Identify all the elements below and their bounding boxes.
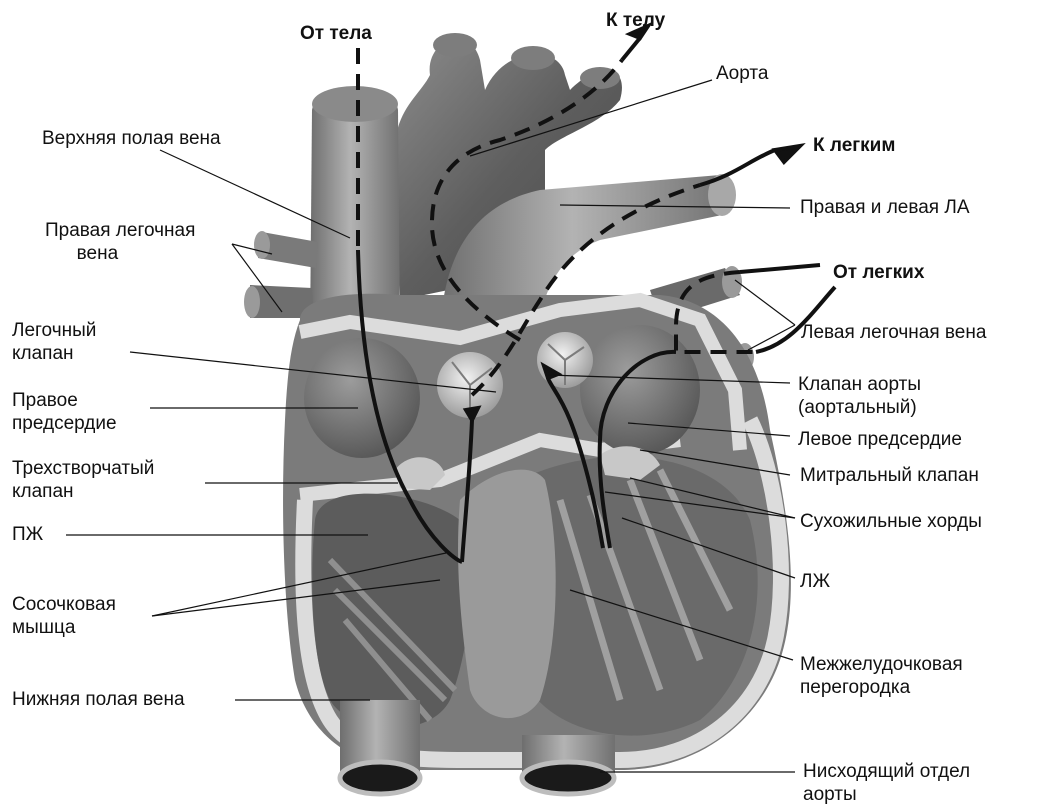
flow-label-from-body: От тела [300,22,372,45]
label-right-ventricle: ПЖ [12,523,43,546]
right-ventricle-chamber [312,494,471,729]
label-papillary-muscle: Сосочковая мышца [12,593,116,639]
label-pulmonary-valve: Легочный клапан [12,319,96,365]
label-inferior-vena-cava: Нижняя полая вена [12,688,185,711]
label-aortic-valve: Клапан аорты (аортальный) [798,373,921,419]
label-left-ventricle: ЛЖ [800,570,830,593]
right-atrium-chamber [304,338,420,458]
label-descending-aorta: Нисходящий отдел аорты [803,760,970,806]
label-chordae-tendineae: Сухожильные хорды [800,510,982,533]
label-superior-vena-cava: Верхняя полая вена [42,127,221,150]
label-interventricular-septum: Межжелудочковая перегородка [800,653,963,699]
label-mitral-valve: Митральный клапан [800,464,979,487]
flow-label-to-body: К телу [606,9,665,32]
aortic-valve-shape [537,332,593,388]
label-right-atrium: Правое предсердие [12,389,117,435]
flow-label-to-lungs: К легким [813,134,895,157]
label-right-pulmonary-vein: Правая легочная вена [45,219,195,265]
interventricular-septum [458,470,556,719]
leader-lpv-1 [735,280,795,325]
descending-aorta [522,735,615,795]
flow-label-from-lungs: От легких [833,261,924,284]
left-atrium-chamber [580,325,700,455]
label-left-pulmonary-vein: Левая легочная вена [801,321,986,344]
label-tricuspid-valve: Трехстворчатый клапан [12,457,154,503]
label-left-atrium: Левое предсердие [798,428,962,451]
label-pulmonary-arteries: Правая и левая ЛА [800,196,970,219]
label-aorta: Аорта [716,62,768,85]
inferior-vena-cava [340,700,420,795]
